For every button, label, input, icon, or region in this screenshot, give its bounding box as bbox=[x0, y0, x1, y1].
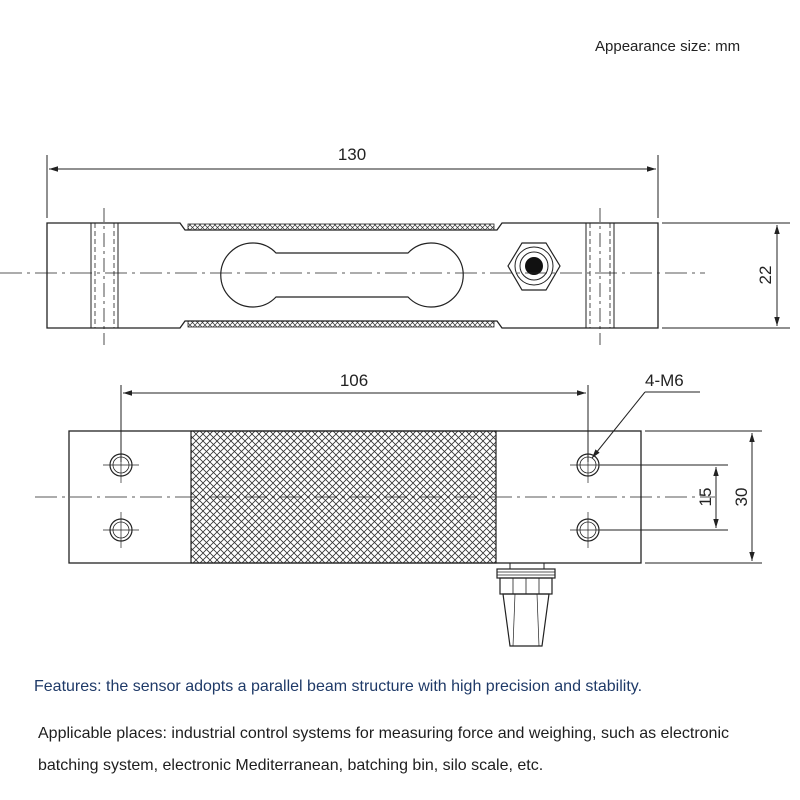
technical-drawing: 130 22 bbox=[0, 145, 790, 647]
dim-width-label: 30 bbox=[732, 488, 751, 507]
mounting-hole bbox=[103, 447, 139, 483]
cable-gland-side bbox=[507, 242, 561, 291]
side-view: 130 22 bbox=[0, 145, 790, 345]
thread-leader bbox=[591, 391, 646, 459]
cable-gland-bottom bbox=[496, 562, 556, 647]
dim-height-label: 22 bbox=[756, 266, 775, 285]
unit-note: Appearance size: mm bbox=[595, 38, 741, 55]
dim-hole-spacing-label: 106 bbox=[340, 371, 368, 390]
side-body-outline bbox=[46, 222, 659, 329]
dim-hole-pitch-label: 15 bbox=[696, 488, 715, 507]
dumbbell-cutout bbox=[220, 242, 464, 308]
applicable-places-text: Applicable places: industrial control sy… bbox=[38, 725, 730, 774]
knurl-band-bottom bbox=[187, 320, 495, 328]
dim-length-label: 130 bbox=[338, 145, 366, 164]
mounting-hole bbox=[103, 512, 139, 548]
top-view: 106 4-M6 bbox=[35, 371, 762, 647]
features-text: Features: the sensor adopts a parallel b… bbox=[34, 678, 643, 695]
thread-label: 4-M6 bbox=[645, 371, 684, 390]
knurl-band-top bbox=[187, 223, 495, 231]
